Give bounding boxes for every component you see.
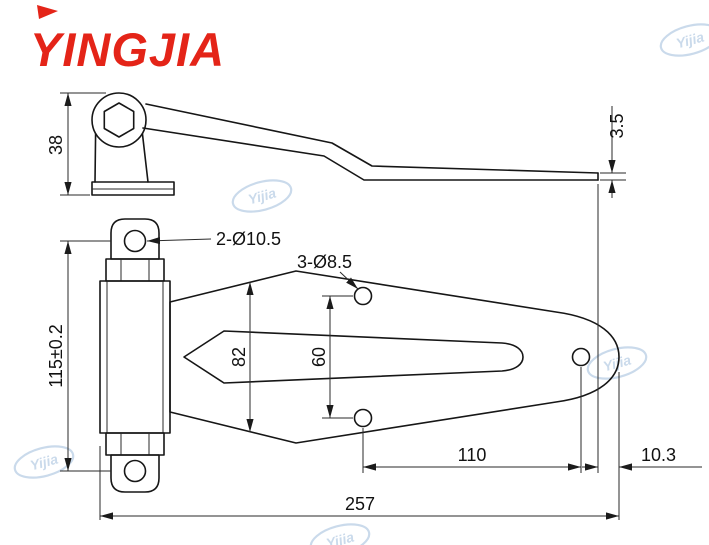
dim-hole-span: 115±0.2 [46, 240, 111, 472]
callout-strap-holes: 3-Ø8.5 [297, 252, 359, 290]
watermark-ring [309, 523, 371, 545]
hex-bolt-head [103, 102, 135, 138]
label-3-d8-5: 3-Ø8.5 [297, 252, 352, 272]
watermark-logo: Yijia [586, 346, 648, 380]
dim-strap-width: 82 [229, 282, 254, 432]
side-view: 38 3.5 [46, 92, 627, 198]
dim-knuckle-height: 38 [46, 92, 106, 196]
plan-view: 2-Ø10.5 3-Ø8.5 115±0.2 82 60 [46, 184, 702, 520]
pivot-hole-bottom [123, 459, 147, 483]
plan-view-outline [99, 218, 620, 493]
dim-10-3-label: 10.3 [641, 445, 676, 465]
dim-257-label: 257 [345, 494, 375, 514]
watermark-logo: Yijia [231, 179, 293, 213]
dim-38-label: 38 [46, 135, 66, 155]
hinge-knuckle-circle [91, 92, 147, 148]
bracket-leg-right [141, 132, 149, 183]
strap-hole-end [571, 347, 591, 367]
watermark-text: Yijia [674, 29, 706, 52]
top-mounting-lobe [110, 218, 160, 260]
watermark-text: Yijia [246, 185, 278, 208]
strap-hole-bottom [353, 408, 373, 428]
watermark-logo: Yijia [309, 523, 371, 545]
side-view-outline [91, 92, 599, 196]
dim-82-label: 82 [229, 347, 249, 367]
arm-bottom-edge [142, 127, 599, 181]
watermark-text: Yijia [28, 451, 60, 474]
watermark-ring [13, 445, 75, 479]
dim-60-label: 60 [309, 347, 329, 367]
hinge-barrel [99, 280, 171, 434]
hex-nut-bottom [105, 432, 165, 456]
bracket-leg-left [94, 132, 97, 183]
callout-pivot-holes: 2-Ø10.5 [146, 229, 281, 249]
bottom-mounting-lobe [110, 454, 160, 493]
arm-top-edge [145, 103, 599, 174]
label-2-d10-5: 2-Ø10.5 [216, 229, 281, 249]
dim-hole-gap: 60 [309, 295, 353, 419]
dim-end-offset: 10.3 [582, 184, 702, 520]
hex-nut-top [105, 258, 165, 282]
dim-110-label: 110 [458, 445, 487, 465]
watermark-ring [231, 179, 293, 213]
watermark-ring [659, 23, 709, 57]
watermark-text: Yijia [601, 352, 633, 375]
brand-logo: YINGJIA [30, 5, 225, 76]
hinge-strap [169, 270, 620, 444]
watermark-text: Yijia [324, 529, 356, 545]
logo-text: YINGJIA [30, 23, 225, 76]
strap-hole-top [353, 286, 373, 306]
dim-overall-length: 257 [99, 446, 619, 520]
dim-plate-thickness: 3.5 [600, 106, 627, 198]
strap-slot [183, 330, 524, 384]
pivot-hole-top [123, 229, 147, 253]
logo-flag-icon [37, 5, 58, 19]
watermark-logo: Yijia [659, 23, 709, 57]
dim-115-label: 115±0.2 [46, 324, 66, 388]
dim-hole-distance: 110 [362, 367, 582, 473]
watermark-ring [586, 346, 648, 380]
watermark-logo: Yijia [13, 445, 75, 479]
dim-3-5-label: 3.5 [607, 113, 627, 138]
